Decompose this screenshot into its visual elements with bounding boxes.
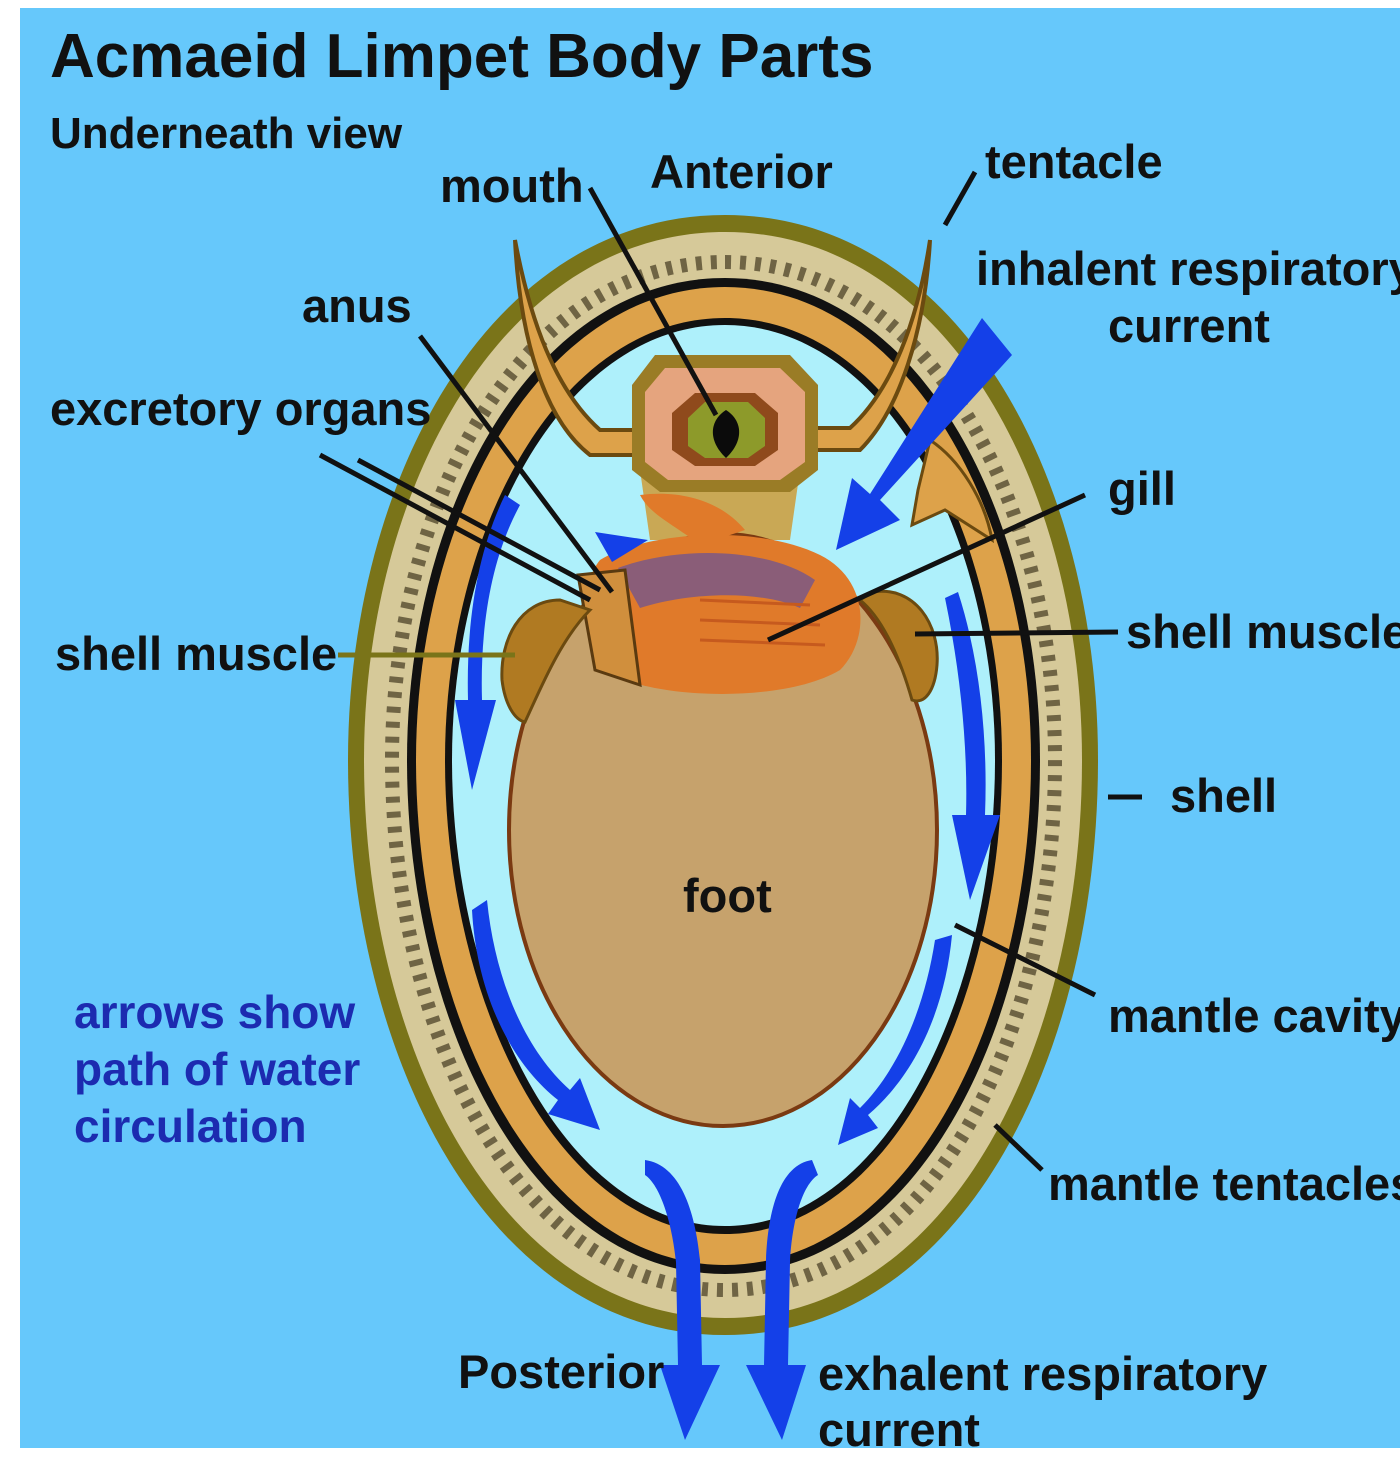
foot-label: foot — [683, 869, 772, 922]
posterior-label: Posterior — [458, 1345, 664, 1398]
mantle-cavity-label: mantle cavity — [1108, 989, 1400, 1042]
excretory-organs-label: excretory organs — [50, 382, 431, 435]
anus-label: anus — [302, 279, 412, 332]
inhalent-label-line1: inhalent respiratory — [976, 242, 1400, 295]
legend-line3: circulation — [74, 1100, 307, 1152]
gill-label: gill — [1108, 462, 1176, 515]
diagram-subtitle: Underneath view — [50, 109, 403, 158]
anterior-label: Anterior — [650, 145, 833, 198]
exhalent-label-line2: current — [818, 1403, 980, 1456]
exhalent-label-line1: exhalent respiratory — [818, 1347, 1267, 1400]
legend-line1: arrows show — [74, 986, 355, 1038]
shell-muscle-right-leader — [915, 632, 1118, 634]
shell-muscle-left-label: shell muscle — [55, 627, 337, 680]
shell-label: shell — [1170, 769, 1277, 822]
diagram-title: Acmaeid Limpet Body Parts — [50, 22, 873, 91]
inhalent-label-line2: current — [1108, 299, 1270, 352]
shell-muscle-right-label: shell muscle — [1126, 605, 1400, 658]
mantle-tentacles-label: mantle tentacles — [1048, 1157, 1400, 1210]
legend-line2: path of water — [74, 1043, 360, 1095]
tentacle-label: tentacle — [985, 135, 1163, 188]
mouth-label: mouth — [440, 159, 584, 212]
